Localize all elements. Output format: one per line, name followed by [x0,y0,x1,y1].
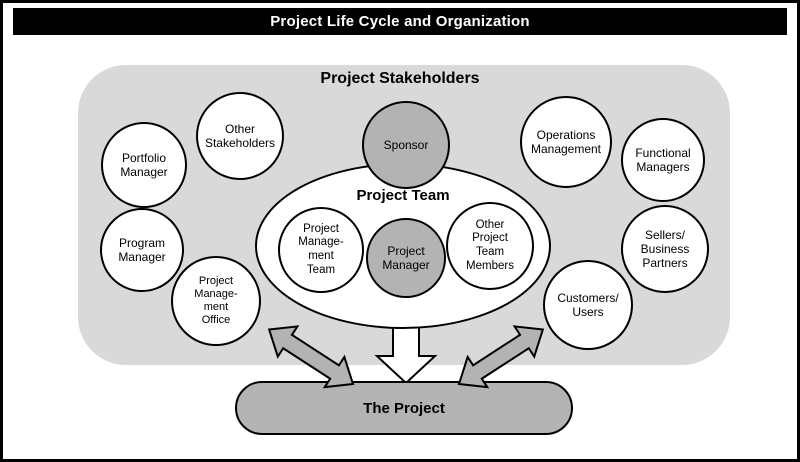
portfolio-manager-circle: Portfolio Manager [101,122,187,208]
title-bar: Project Life Cycle and Organization [13,8,787,35]
sellers-business-partners-label: Sellers/ Business Partners [640,227,690,271]
functional-managers-label: Functional Managers [635,145,691,174]
project-management-team-label: Project Manage- ment Team [298,222,344,276]
program-manager-label: Program Manager [118,235,166,264]
project-management-team-circle: Project Manage- ment Team [278,207,364,293]
sponsor-circle: Sponsor [362,101,450,189]
other-stakeholders-label: Other Stakeholders [204,121,276,150]
stakeholders-title: Project Stakeholders [320,70,480,87]
the-project-label: The Project [363,399,445,417]
the-project-box: The Project [235,381,573,435]
project-team-title: Project Team [356,187,450,204]
diagram-title: Project Life Cycle and Organization [270,13,530,30]
customers-users-label: Customers/ Users [557,290,619,319]
operations-management-label: Operations Management [530,127,602,156]
project-manager-circle: Project Manager [366,218,446,298]
other-stakeholders-circle: Other Stakeholders [196,92,284,180]
project-manager-label: Project Manager [382,243,430,272]
program-manager-circle: Program Manager [100,208,184,292]
customers-users-circle: Customers/ Users [543,260,633,350]
sellers-business-partners-circle: Sellers/ Business Partners [621,205,709,293]
project-management-office-label: Project Manage- ment Office [194,275,238,326]
other-project-team-members-circle: Other Project Team Members [446,202,534,290]
operations-management-circle: Operations Management [520,96,612,188]
portfolio-manager-label: Portfolio Manager [120,150,168,179]
project-management-office-circle: Project Manage- ment Office [171,256,261,346]
sponsor-label: Sponsor [383,137,429,152]
other-project-team-members-label: Other Project Team Members [466,218,514,272]
functional-managers-circle: Functional Managers [621,118,705,202]
